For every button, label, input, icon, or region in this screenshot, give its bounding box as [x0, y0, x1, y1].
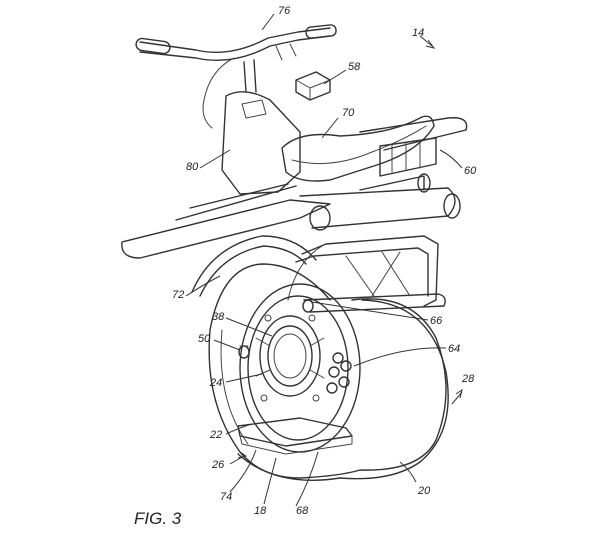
- arrowheads: [237, 39, 463, 459]
- footplate: [237, 417, 353, 455]
- hub-motor: [255, 314, 325, 402]
- body-frame: [121, 173, 461, 259]
- ref-74: 74: [220, 491, 232, 503]
- steering-stem: [221, 59, 301, 195]
- ref-28: 28: [461, 373, 475, 385]
- ref-14: 14: [412, 27, 424, 39]
- ref-26: 26: [211, 459, 225, 471]
- ref-24: 24: [209, 377, 222, 389]
- ref-80: 80: [186, 161, 199, 173]
- ref-50: 50: [198, 333, 211, 345]
- ref-18: 18: [254, 505, 267, 517]
- fender: [191, 235, 317, 297]
- seat: [281, 115, 435, 182]
- valve-part: [238, 345, 250, 359]
- ref-68: 68: [296, 505, 309, 517]
- ref-20: 20: [417, 485, 431, 497]
- ref-72: 72: [172, 289, 184, 301]
- ref-38: 38: [212, 311, 225, 323]
- leader-lines: [185, 13, 463, 507]
- reference-numerals: 76 14 58 70 80 60 72 38 66 50 64 24 28 2…: [172, 5, 477, 517]
- wheel: [208, 263, 449, 481]
- ref-66: 66: [430, 315, 443, 327]
- handlebar: [135, 24, 337, 129]
- bolt-cluster: [326, 352, 352, 394]
- support-frame: [287, 235, 446, 313]
- ref-60: 60: [464, 165, 477, 177]
- ref-64: 64: [448, 343, 460, 355]
- ref-76: 76: [278, 5, 291, 17]
- control-module: [295, 71, 331, 101]
- figure-caption: FIG. 3: [134, 509, 182, 528]
- ref-22: 22: [209, 429, 222, 441]
- ref-70: 70: [342, 107, 355, 119]
- ref-58: 58: [348, 61, 361, 73]
- rear-rack: [359, 117, 468, 177]
